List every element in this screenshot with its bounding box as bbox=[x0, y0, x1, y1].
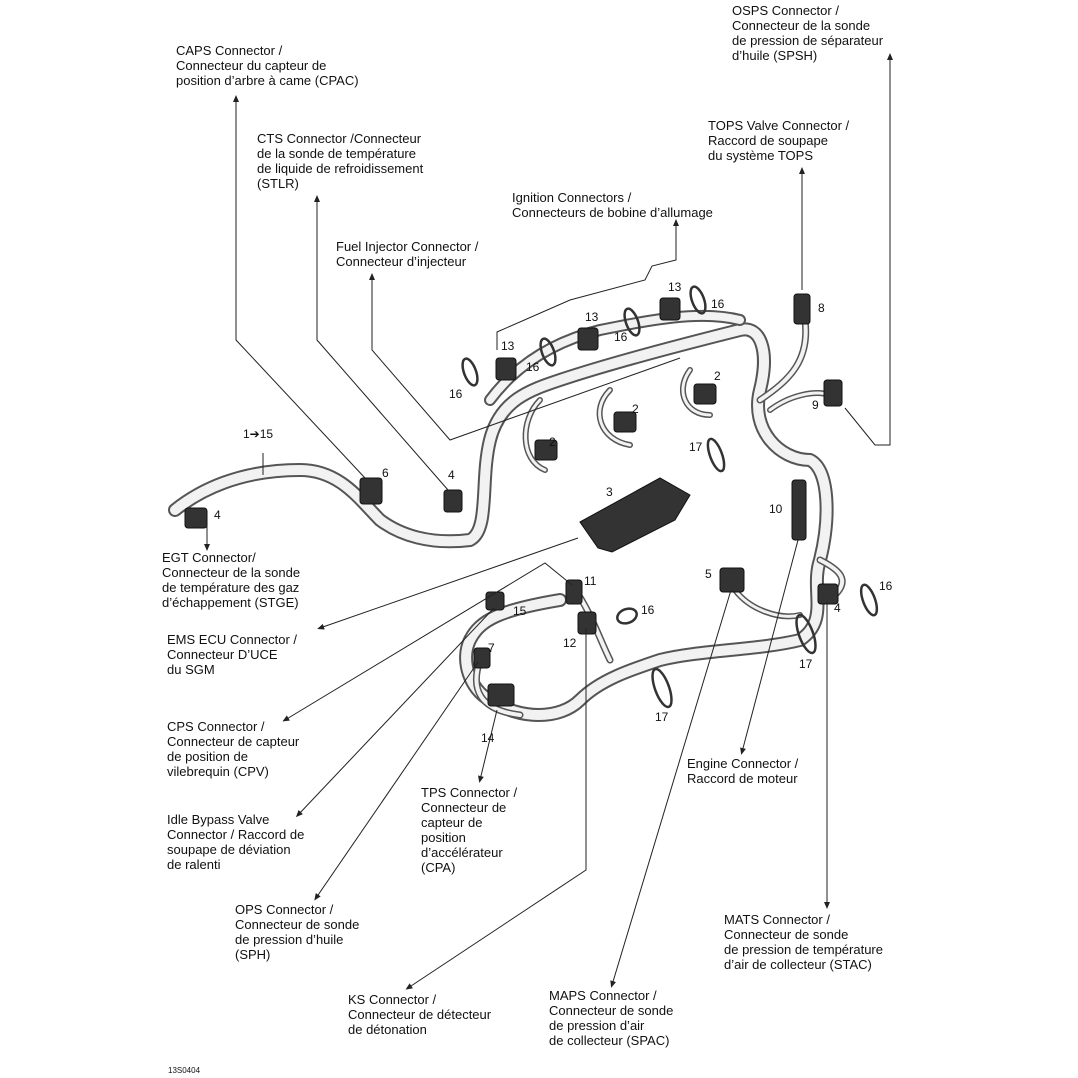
part-number-1-to-15: 1➔15 bbox=[243, 427, 274, 441]
leader-idle bbox=[295, 607, 495, 818]
leader-engine bbox=[740, 539, 799, 755]
clamp-16e bbox=[616, 607, 638, 625]
leader-ops bbox=[314, 661, 479, 901]
part-number-13: 13 bbox=[501, 339, 515, 353]
ignition-connectors-label: Ignition Connectors /Connecteurs de bobi… bbox=[512, 190, 713, 220]
connector-2b bbox=[613, 411, 637, 433]
part-number-4: 4 bbox=[834, 601, 841, 615]
part-number-16: 16 bbox=[526, 360, 540, 374]
part-number-4: 4 bbox=[214, 508, 221, 522]
clamp-16a bbox=[461, 357, 479, 387]
part-number-9: 9 bbox=[812, 398, 819, 412]
connector-6 bbox=[359, 477, 383, 505]
part-number-16: 16 bbox=[711, 297, 725, 311]
leader-cts bbox=[314, 195, 449, 491]
leader-maps bbox=[610, 589, 732, 988]
part-number-17: 17 bbox=[689, 440, 703, 454]
clamp-16f bbox=[859, 583, 879, 617]
connector-4c bbox=[817, 583, 839, 605]
connector-14 bbox=[487, 683, 515, 707]
part-number-4: 4 bbox=[448, 468, 455, 482]
ecu-connector-3 bbox=[579, 477, 691, 553]
caps-connector-label: CAPS Connector /Connecteur du capteur de… bbox=[176, 43, 359, 88]
part-number-16: 16 bbox=[614, 330, 628, 344]
part-number-11: 11 bbox=[584, 574, 597, 588]
connector-15 bbox=[485, 591, 505, 611]
leader-ems bbox=[317, 537, 579, 630]
part-number-2: 2 bbox=[714, 369, 721, 383]
leader-caps bbox=[233, 95, 366, 479]
connector-11 bbox=[565, 579, 583, 605]
part-number-13: 13 bbox=[585, 310, 599, 324]
part-number-2: 2 bbox=[549, 435, 556, 449]
clamp-17a bbox=[706, 437, 726, 473]
leader-cps bbox=[282, 562, 573, 722]
connector-2c bbox=[693, 383, 717, 405]
fuel-injector-connector-label: Fuel Injector Connector /Connecteur d’in… bbox=[336, 239, 479, 269]
clamp-17b bbox=[651, 667, 673, 709]
leader-fuel bbox=[369, 273, 681, 441]
connector-9 bbox=[823, 379, 843, 407]
leader-tps bbox=[478, 709, 498, 783]
clamp-16c bbox=[623, 307, 641, 337]
connector-5 bbox=[719, 567, 745, 593]
part-number-14: 14 bbox=[481, 731, 495, 745]
clamp-16b bbox=[539, 337, 557, 367]
harness-connectors bbox=[184, 293, 843, 707]
connector-13a bbox=[495, 357, 517, 381]
clamp-17c bbox=[795, 613, 817, 655]
part-number-17: 17 bbox=[799, 657, 813, 671]
part-number-10: 10 bbox=[769, 502, 783, 516]
connector-10 bbox=[791, 479, 807, 541]
harness-trunk bbox=[168, 309, 846, 722]
part-number-6: 6 bbox=[382, 466, 389, 480]
part-number-16: 16 bbox=[641, 603, 655, 617]
connector-7 bbox=[473, 647, 491, 669]
part-number-17: 17 bbox=[655, 710, 669, 724]
clamp-16d bbox=[689, 285, 707, 315]
part-number-7: 7 bbox=[488, 641, 495, 655]
tops-valve-connector-label: TOPS Valve Connector /Raccord de soupape… bbox=[708, 118, 850, 163]
part-number-3: 3 bbox=[606, 485, 613, 499]
connector-4b bbox=[184, 507, 208, 529]
clamps bbox=[461, 285, 879, 709]
part-number-13: 13 bbox=[668, 280, 682, 294]
leader-osps bbox=[844, 53, 893, 446]
part-number-12: 12 bbox=[563, 636, 577, 650]
leader-ignition bbox=[496, 219, 679, 350]
connector-2a bbox=[534, 439, 558, 461]
part-number-5: 5 bbox=[705, 567, 712, 581]
part-number-16: 16 bbox=[449, 387, 463, 401]
part-number-16: 16 bbox=[879, 579, 893, 593]
connector-8 bbox=[793, 293, 811, 325]
leader-lines bbox=[204, 53, 893, 990]
connector-13b bbox=[577, 327, 599, 351]
engine-connector-label: Engine Connector /Raccord de moteur bbox=[687, 756, 799, 786]
part-number-2: 2 bbox=[632, 402, 639, 416]
part-number-8: 8 bbox=[818, 301, 825, 315]
connector-13c bbox=[659, 297, 681, 321]
leader-ks bbox=[405, 628, 587, 990]
connector-12 bbox=[577, 611, 597, 635]
part-number-15: 15 bbox=[513, 604, 527, 618]
figure-code: 13S0404 bbox=[168, 1066, 201, 1075]
connector-4a bbox=[443, 489, 463, 513]
